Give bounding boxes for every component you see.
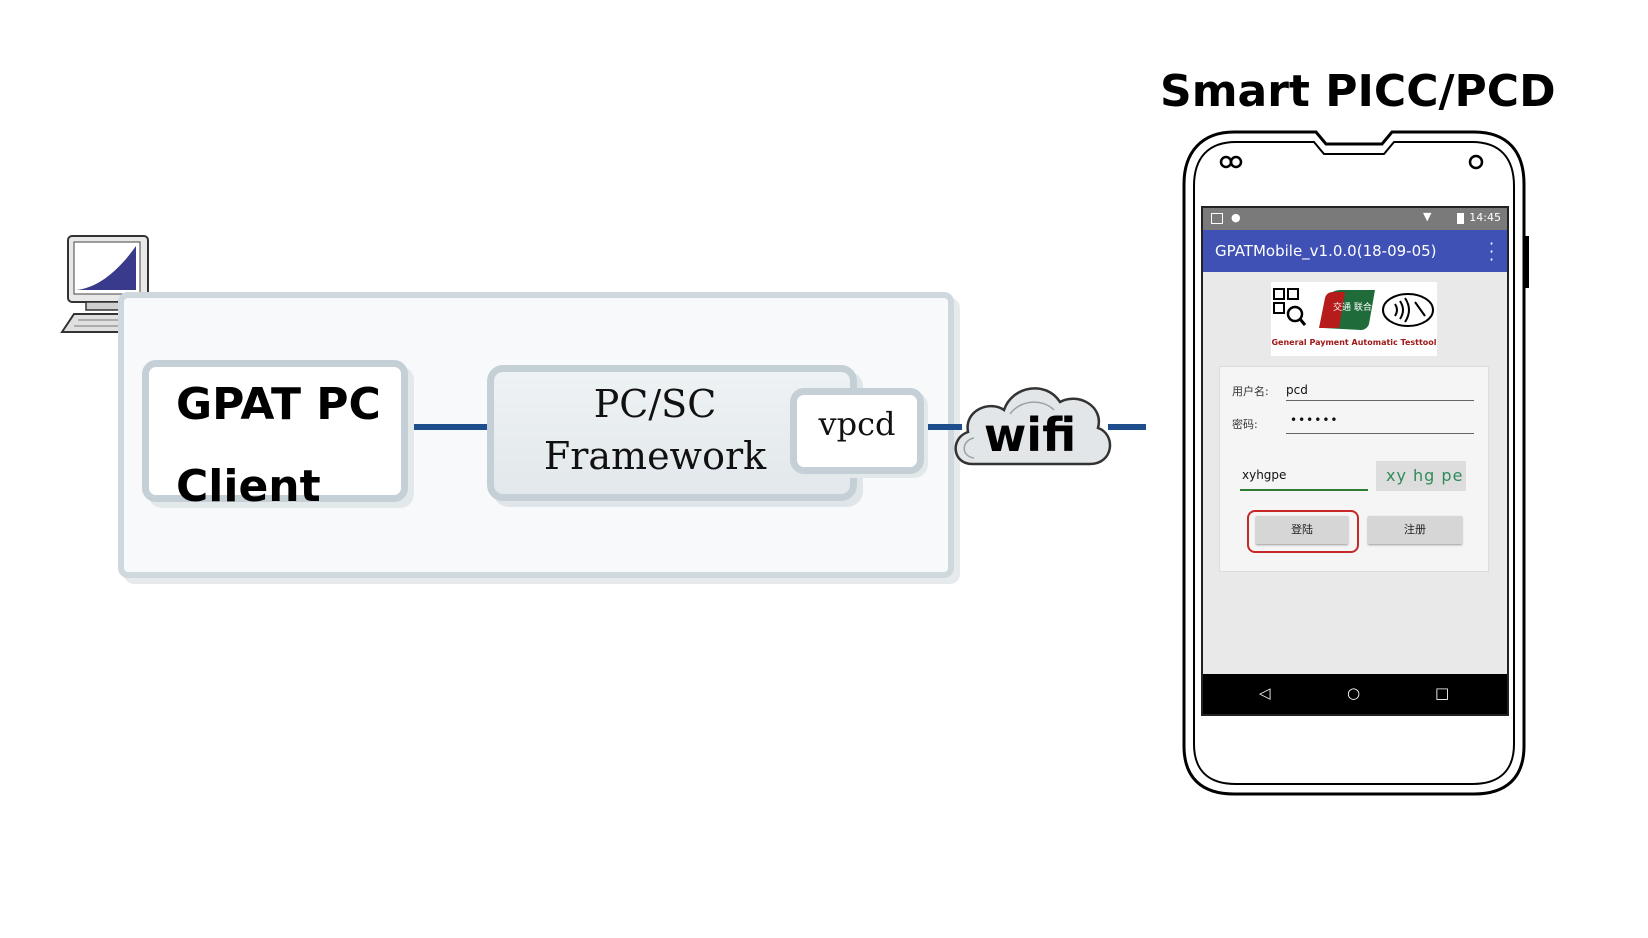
link-client-framework bbox=[402, 424, 488, 430]
navigation-bar: ◁ ○ □ bbox=[1203, 674, 1507, 714]
battery-icon bbox=[1457, 213, 1464, 224]
logo-caption: General Payment Automatic Testtool bbox=[1271, 338, 1437, 347]
overflow-menu-icon[interactable]: ··· bbox=[1489, 234, 1495, 269]
username-field[interactable]: pcd bbox=[1286, 383, 1308, 397]
status-bar: ● ▼ 14:45 bbox=[1203, 208, 1507, 230]
username-underline bbox=[1286, 400, 1474, 401]
vpcd-box bbox=[790, 388, 924, 474]
wifi-cloud-icon bbox=[954, 387, 1112, 466]
back-icon[interactable]: ◁ bbox=[1259, 684, 1271, 702]
login-form: 用户名: pcd 密码: •••••• xyhgpe xy hg pe 登陆 注… bbox=[1219, 366, 1489, 572]
link-wifi-phone bbox=[1108, 424, 1146, 430]
gpat-pc-client-box bbox=[142, 360, 408, 502]
contactless-icon bbox=[1382, 293, 1434, 327]
pcsc-framework-label: PC/SC Framework bbox=[505, 378, 805, 482]
phone-screen: ● ▼ 14:45 GPATMobile_v1.0.0(18-09-05) ··… bbox=[1201, 206, 1509, 716]
captcha-underline bbox=[1240, 489, 1368, 491]
phone-title: Smart PICC/PCD bbox=[1160, 66, 1556, 117]
recents-icon[interactable]: □ bbox=[1435, 684, 1450, 702]
app-title: GPATMobile_v1.0.0(18-09-05) bbox=[1215, 242, 1437, 260]
pcsc-line1: PC/SC bbox=[593, 382, 717, 426]
wifi-signal-icon: ▼ bbox=[1423, 210, 1432, 223]
captcha-image-text: xy hg pe bbox=[1386, 466, 1464, 485]
vpcd-label: vpcd bbox=[818, 405, 896, 443]
app-bar: GPATMobile_v1.0.0(18-09-05) ··· bbox=[1203, 230, 1507, 272]
qr-search-icon bbox=[1273, 288, 1307, 326]
captcha-image[interactable]: xy hg pe bbox=[1376, 461, 1466, 491]
captcha-input[interactable]: xyhgpe bbox=[1242, 468, 1287, 482]
password-label: 密码: bbox=[1232, 418, 1258, 431]
username-label: 用户名: bbox=[1232, 385, 1269, 398]
register-button[interactable]: 注册 bbox=[1368, 516, 1462, 544]
status-time: 14:45 bbox=[1469, 211, 1501, 224]
app-logo: 交通 联合 General Payment Automatic Testtool bbox=[1271, 282, 1437, 356]
image-notification-icon bbox=[1211, 213, 1223, 224]
gpat-pc-client-label: GPAT PC Client bbox=[176, 379, 381, 512]
login-button[interactable]: 登陆 bbox=[1256, 516, 1348, 544]
wifi-label: wifi bbox=[983, 408, 1077, 462]
password-underline bbox=[1286, 433, 1474, 434]
pcsc-line2: Framework bbox=[543, 434, 767, 478]
debug-icon: ● bbox=[1231, 211, 1241, 224]
unionpay-transit-badge bbox=[1319, 290, 1375, 330]
link-vpcd-wifi bbox=[918, 424, 962, 430]
login-highlight-ring bbox=[1247, 510, 1359, 553]
password-field[interactable]: •••••• bbox=[1290, 413, 1339, 427]
home-icon[interactable]: ○ bbox=[1347, 684, 1361, 702]
unionpay-badge-text: 交通 联合 bbox=[1333, 303, 1372, 313]
